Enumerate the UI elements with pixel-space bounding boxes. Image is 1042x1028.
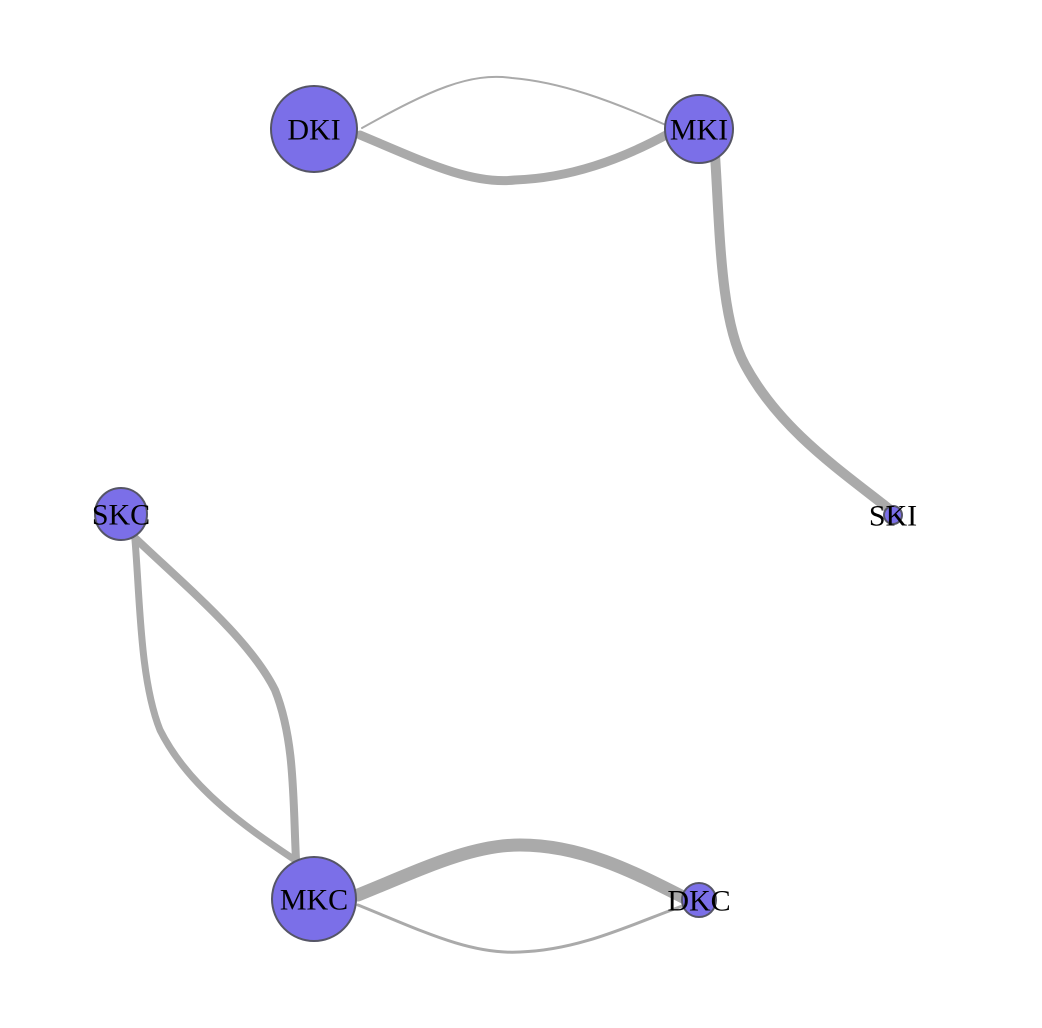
node-label: SKC <box>92 499 150 532</box>
node-circle <box>664 94 734 164</box>
edge-dki-mki-lower <box>355 129 673 186</box>
node-circle <box>270 85 358 173</box>
node-ski[interactable]: SKI <box>869 500 917 533</box>
node-circle <box>271 856 357 942</box>
node-circle <box>94 487 148 541</box>
edge-dki-mki-upper <box>361 75 669 129</box>
edge-skc-mkc-right <box>131 534 300 864</box>
node-label: DKI <box>287 114 340 147</box>
nodes-layer: DKI MKI SKI SKC MKC DKC <box>92 85 917 942</box>
edge-skc-mkc-left <box>131 536 302 866</box>
node-label: SKI <box>869 500 917 533</box>
node-circle <box>883 505 903 525</box>
edges-layer <box>131 75 898 954</box>
node-label: DKC <box>667 885 730 918</box>
node-circle <box>681 882 717 918</box>
node-mki[interactable]: MKI <box>664 94 734 164</box>
node-mkc[interactable]: MKC <box>271 856 357 942</box>
node-dki[interactable]: DKI <box>270 85 358 173</box>
node-dkc[interactable]: DKC <box>667 882 731 918</box>
node-skc[interactable]: SKC <box>92 487 150 541</box>
edge-mkc-dkc-upper <box>351 838 692 905</box>
node-label: MKI <box>670 114 728 147</box>
node-label: MKC <box>280 884 348 917</box>
edge-mki-ski <box>710 150 898 517</box>
edge-mkc-dkc-lower <box>356 903 687 954</box>
